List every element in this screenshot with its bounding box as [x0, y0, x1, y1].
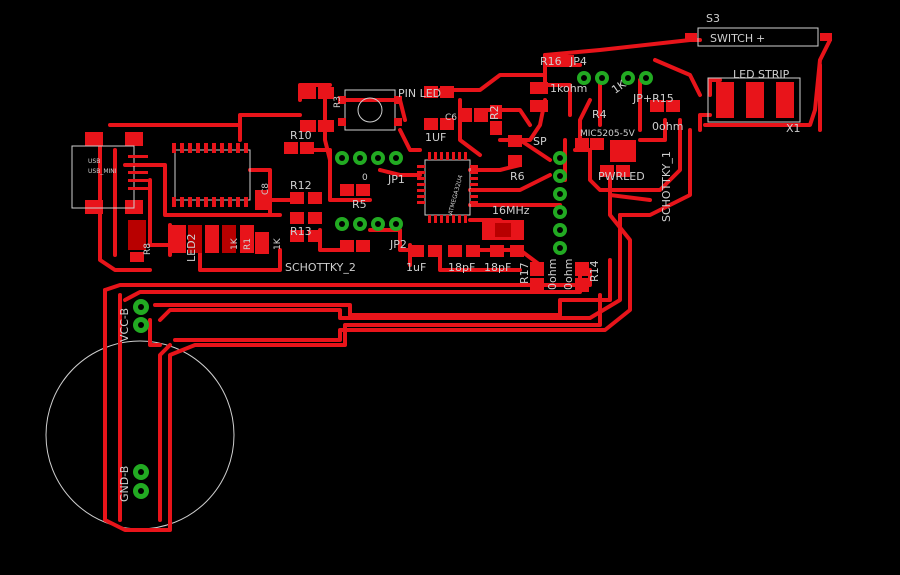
mcu-chip: ATMEGA32U4 — [417, 152, 478, 223]
r8-label: R8 — [143, 243, 153, 255]
battery-outline — [45, 340, 235, 530]
r10-label: R10 — [290, 129, 312, 142]
pin-led-label: PIN LED — [398, 87, 441, 100]
mhz-label: 16MHz — [492, 204, 530, 217]
vreg-label: MIC5205-5V — [580, 129, 636, 139]
central-resistors — [284, 55, 680, 292]
vias — [133, 71, 653, 499]
left-passives: R8 LED2 C8 R1 1K 1K — [128, 183, 283, 262]
jp-r15-label: JP+R15 — [632, 92, 674, 105]
switch-label: SWITCH — [710, 32, 753, 45]
one-k-b-label: 1K — [273, 237, 283, 250]
switch-part — [685, 27, 832, 47]
vcc-b-label: VCC-B — [118, 308, 131, 342]
s3-label: S3 — [706, 12, 720, 25]
zero-ohm-label: 0ohm — [652, 120, 683, 133]
schottky-2-label: SCHOTTKY_2 — [285, 261, 356, 274]
mcu-label: ATMEGA32U4 — [447, 174, 464, 215]
jp4-label: JP4 — [569, 55, 587, 68]
jp1-label: JP1 — [387, 173, 405, 186]
r12-label: R12 — [290, 179, 312, 192]
crystal — [482, 220, 524, 240]
r16-label: R16 — [540, 55, 562, 68]
r14-label: R14 — [588, 260, 601, 282]
led-strip-connector — [707, 77, 801, 123]
uf-1-label: 1uF — [406, 261, 426, 274]
r3-label: R3 — [333, 96, 343, 108]
usb-ic — [172, 143, 251, 207]
r5-label: R5 — [352, 198, 367, 211]
ohm-0b-label: 0ohm — [562, 259, 575, 290]
one-k-ohm-label: 1kohm — [550, 82, 587, 95]
x1-label: X1 — [786, 122, 801, 135]
switch-plus: + — [756, 32, 765, 45]
usb-connector: USB USB_MINI — [71, 132, 148, 214]
r6-label: R6 — [510, 170, 525, 183]
r17-label: R17 — [518, 262, 531, 284]
r4-label: R4 — [592, 108, 607, 121]
reset-button — [338, 89, 402, 131]
silkscreen-labels: S3 SWITCH + LED STRIP X1 R16 JP4 1kohm J… — [118, 12, 801, 502]
ohm-0a-label: 0ohm — [546, 259, 559, 290]
usb-label: USB — [88, 158, 100, 165]
pf-18a-label: 18pF — [448, 261, 475, 274]
r13-label: R13 — [290, 225, 312, 238]
gnd-b-label: GND-B — [118, 466, 131, 502]
led2-label: LED2 — [185, 233, 198, 262]
r1-label: R1 — [243, 238, 253, 250]
sp-label: SP — [533, 135, 547, 148]
schottky-1-label: SCHOTTKY_1 — [660, 151, 673, 222]
pwr-led-label: PWRLED — [598, 170, 645, 183]
one-k-a-label: 1K — [230, 237, 240, 250]
pf-18b-label: 18pF — [484, 261, 511, 274]
one-uf-label: 1UF — [425, 131, 446, 144]
c8-label: C8 — [261, 183, 271, 195]
r2-label: R2 — [488, 105, 501, 120]
jp2-label: JP2 — [389, 238, 407, 251]
zero-label: 0 — [362, 173, 368, 183]
c6-label: C6 — [445, 113, 457, 123]
usb-mini-label: USB_MINI — [88, 168, 117, 175]
led-strip-label: LED STRIP — [733, 68, 790, 81]
